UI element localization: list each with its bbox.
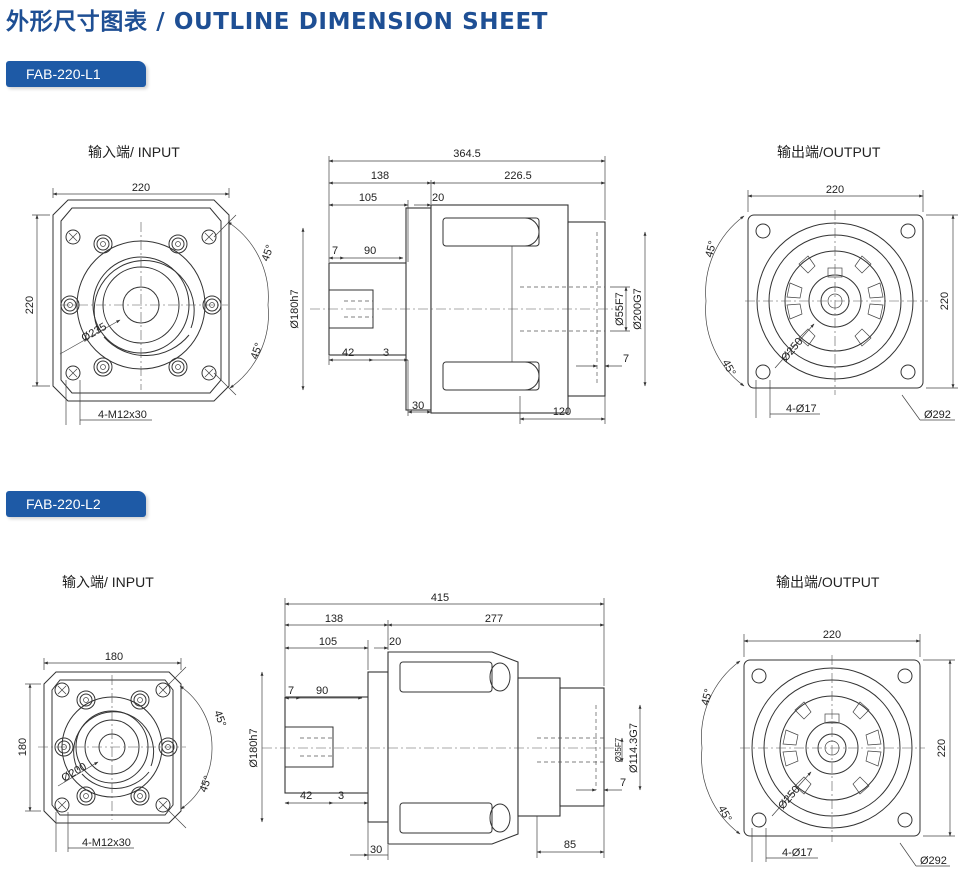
l2-out-angle-top: 45°: [699, 688, 715, 707]
l2-side-out-len: 277: [485, 613, 503, 625]
l2-side-105: 105: [319, 636, 337, 648]
l2-side-85: 85: [564, 839, 576, 851]
l1-side-30: 30: [412, 400, 424, 412]
l2-side-7b: 7: [620, 777, 626, 789]
l2-in-pcd: Ø200: [60, 761, 89, 785]
l1-side-20: 20: [432, 192, 444, 204]
l1-out-height: 220: [939, 292, 951, 310]
l2-in-width: 180: [105, 651, 123, 663]
l2-output-view: 220 220 Ø250 45° 45° 4-Ø17 Ø292: [699, 629, 955, 867]
l1-in-width: 220: [132, 182, 150, 194]
l2-side-pilot-in: Ø180h7: [248, 728, 260, 767]
l1-output-view: 220 220 Ø250 45° 45° 4-Ø17 Ø292: [703, 184, 958, 421]
l1-out-angle-bottom: 45°: [719, 358, 737, 378]
l1-out-holes: 4-Ø17: [786, 403, 817, 415]
l1-side-120: 120: [553, 406, 571, 418]
l2-out-pockets: [782, 701, 882, 795]
l1-out-pockets: [786, 255, 884, 347]
l2-side-pilot-out: Ø114.3G7: [628, 723, 640, 773]
l2-side-7a: 7: [288, 685, 294, 697]
l2-in-angle-bottom: 45°: [198, 774, 215, 794]
model-tab-l1: FAB-220-L1: [6, 61, 146, 87]
input-label-l1: 输入端/ INPUT: [88, 144, 180, 160]
l1-in-angle-top: 45°: [260, 243, 277, 263]
l2-side-in-len: 138: [325, 613, 343, 625]
l1-in-height: 220: [24, 296, 36, 314]
l1-out-diag: Ø292: [924, 409, 951, 421]
l1-side-shaft: Ø55F7: [614, 292, 626, 326]
output-label-l1: 输出端/OUTPUT: [777, 144, 881, 160]
l2-in-height: 180: [17, 738, 29, 756]
l1-side-105: 105: [359, 192, 377, 204]
model-tab-l2: FAB-220-L2: [6, 491, 146, 517]
page-title: 外形尺寸图表 / OUTLINE DIMENSION SHEET: [6, 9, 549, 35]
l2-side-view: 415 138 277 105 20 7 90 Ø180h7 42 3 30 8…: [248, 592, 642, 860]
l1-side-7a: 7: [332, 245, 338, 257]
l2-side-3: 3: [338, 790, 344, 802]
input-label-l2: 输入端/ INPUT: [62, 574, 154, 590]
l2-out-width: 220: [823, 629, 841, 641]
l2-in-bolts: 4-M12x30: [82, 837, 131, 849]
l2-side-20: 20: [389, 636, 401, 648]
l1-side-pilot-in: Ø180h7: [289, 289, 301, 328]
l1-side-in-len: 138: [371, 170, 389, 182]
l2-side-42: 42: [300, 790, 312, 802]
l2-in-angle-top: 45°: [211, 709, 228, 729]
l1-side-3: 3: [383, 347, 389, 359]
l1-in-angle-bottom: 45°: [249, 341, 266, 361]
l2-out-holes: 4-Ø17: [782, 847, 813, 859]
l1-side-view: 364.5 138 226.5 105 20 7 90 Ø180h7 42 3 …: [289, 148, 647, 424]
output-label-l2: 输出端/OUTPUT: [776, 574, 880, 590]
l2-side-total: 415: [431, 592, 449, 604]
l1-out-pcd: Ø250: [779, 336, 805, 364]
l1-side-out-len: 226.5: [504, 170, 532, 182]
l2-side-30: 30: [370, 844, 382, 856]
l2-side-90: 90: [316, 685, 328, 697]
l1-out-width: 220: [826, 184, 844, 196]
l2-out-angle-bottom: 45°: [715, 804, 733, 824]
l1-in-pcd: Ø235: [80, 321, 109, 345]
l1-out-angle-top: 45°: [703, 240, 719, 259]
l2-out-diag: Ø292: [920, 855, 947, 867]
l1-side-total: 364.5: [453, 148, 481, 160]
l1-side-42: 42: [342, 347, 354, 359]
l1-in-bolts: 4-M12x30: [98, 409, 147, 421]
l1-input-view: 220 220 Ø235 45° 45° 4-M12x30: [24, 182, 277, 425]
l1-side-pilot-out: Ø200G7: [632, 288, 644, 330]
l2-out-height: 220: [936, 739, 948, 757]
l1-side-90: 90: [364, 245, 376, 257]
l2-side-shaft: Ø35F7: [614, 737, 623, 762]
l2-input-view: 180 180 Ø200 45° 45° 4-M12x30: [17, 651, 228, 852]
l1-side-7b: 7: [623, 353, 629, 365]
